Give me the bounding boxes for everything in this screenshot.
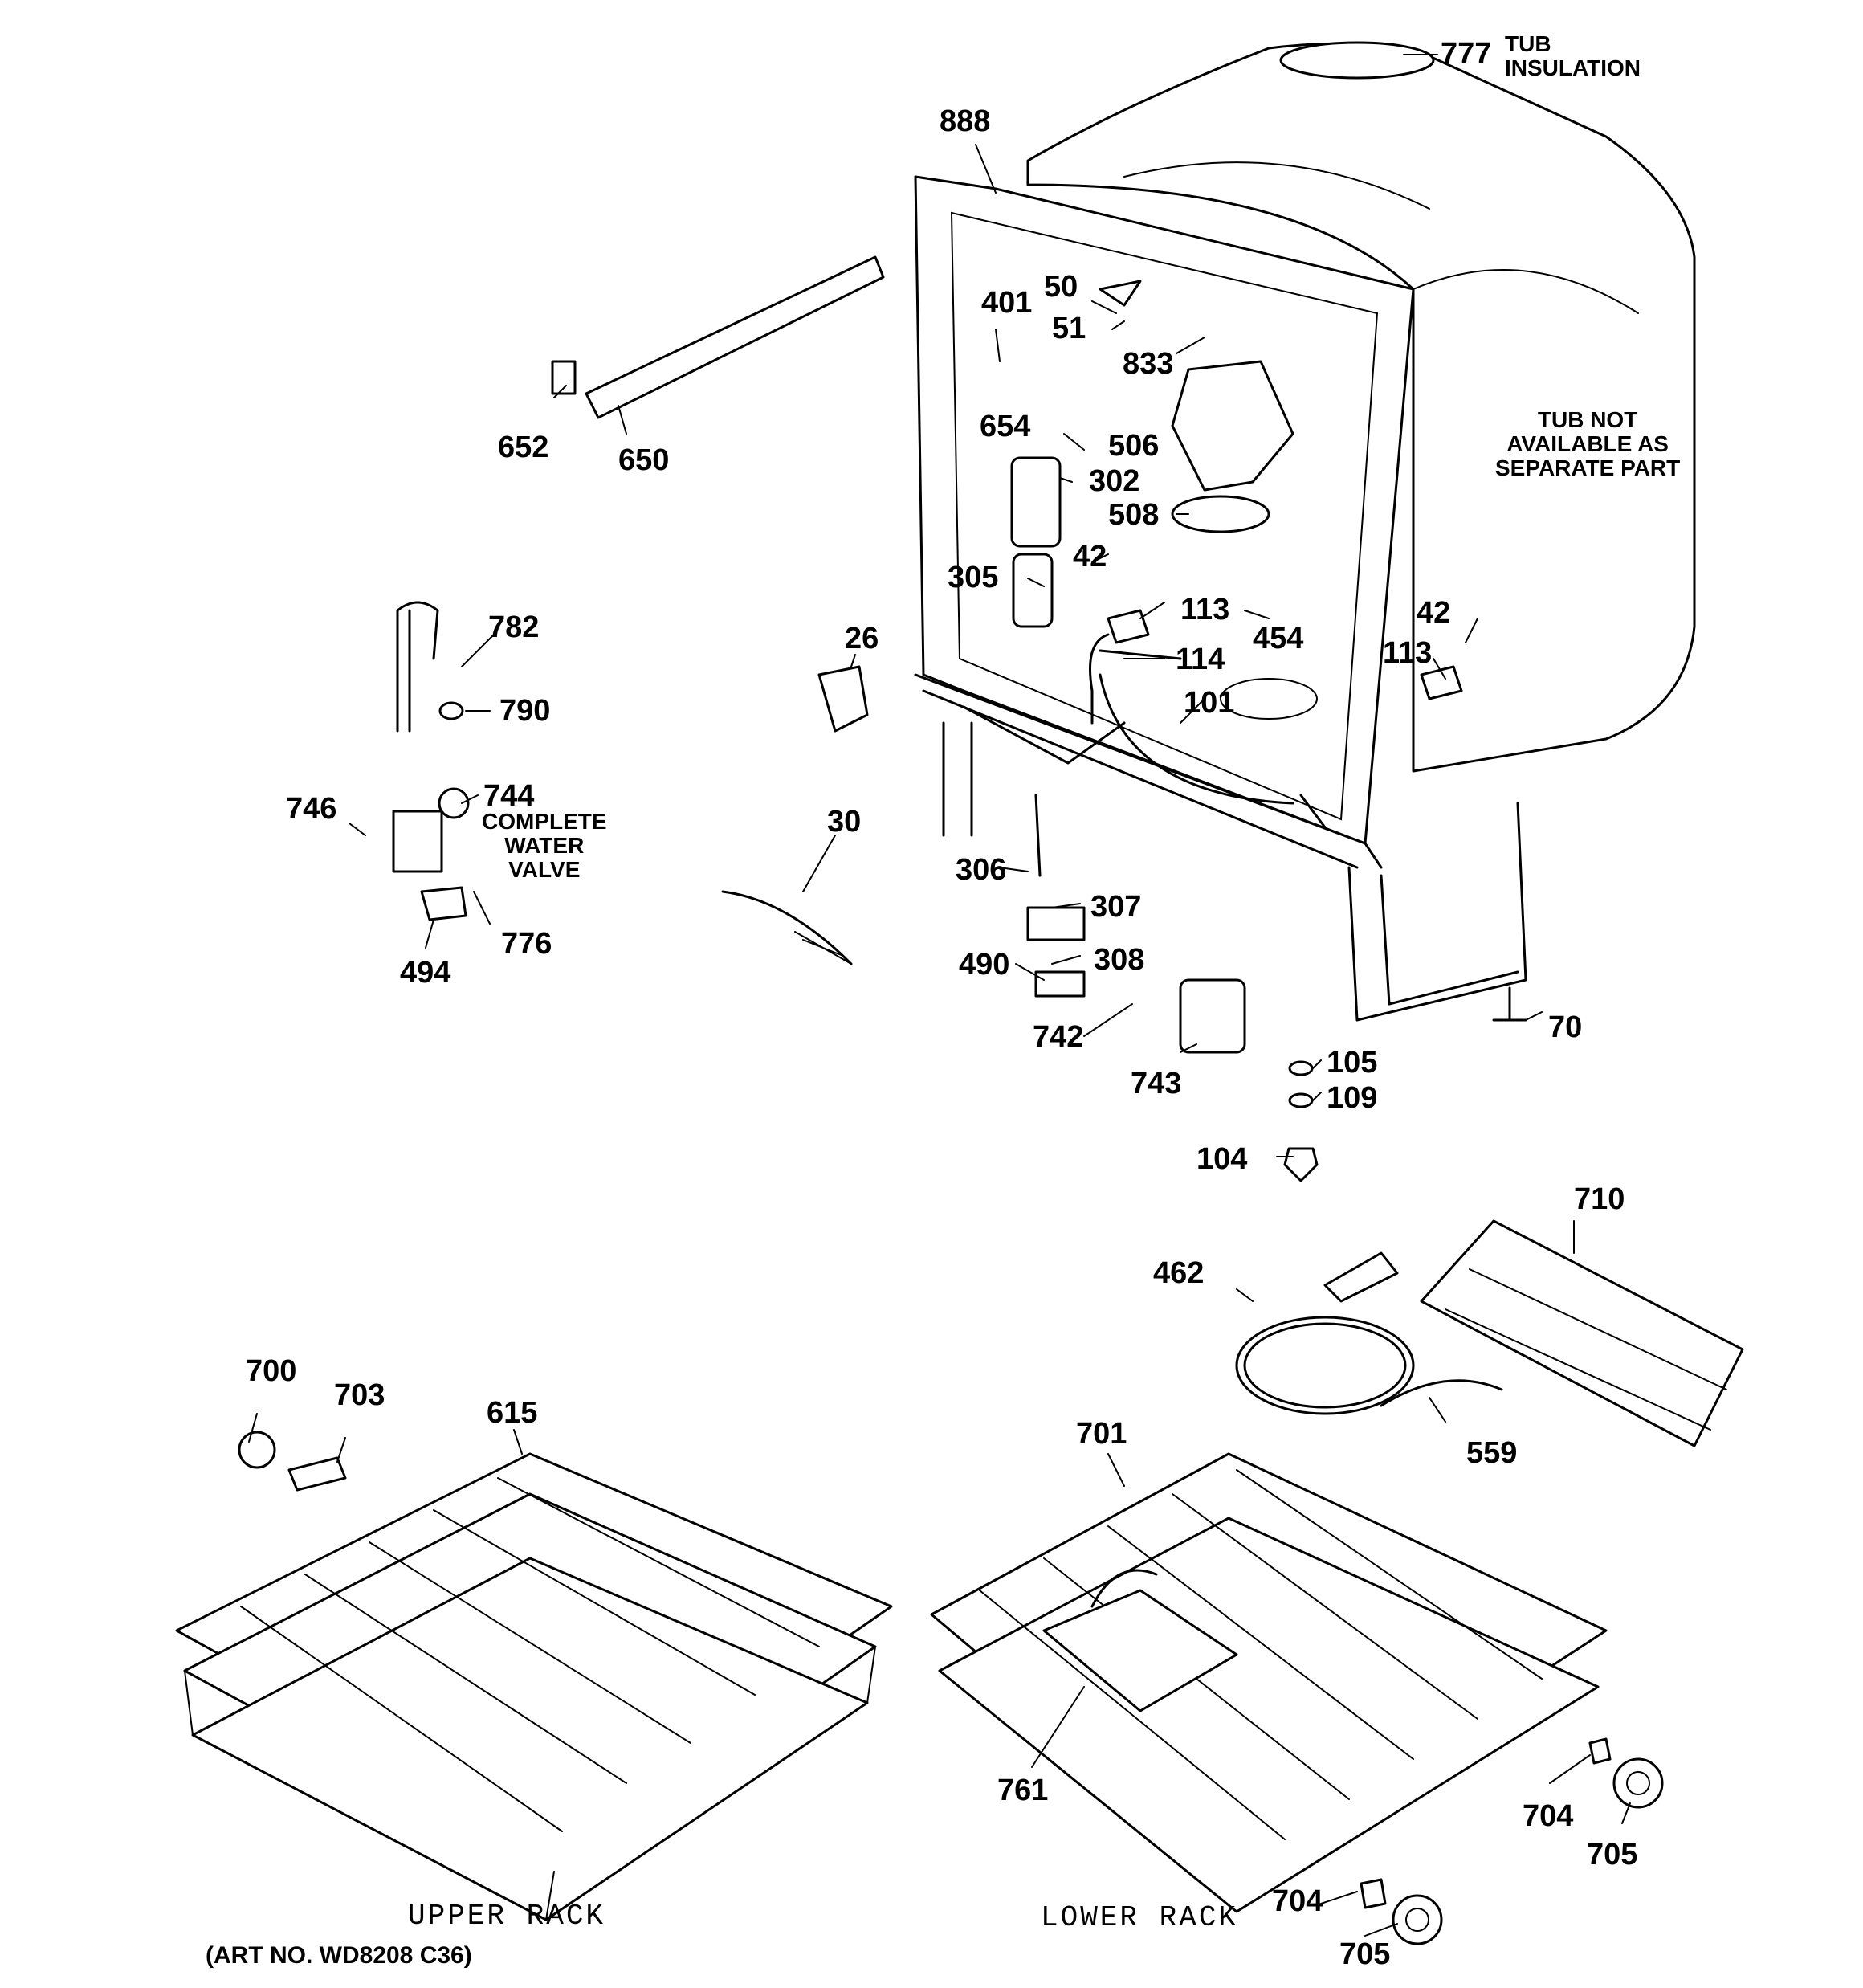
note-tub-not-available: TUB NOT AVAILABLE AS SEPARATE PART xyxy=(1495,407,1681,481)
callout-776: 776 xyxy=(501,927,552,961)
callout-42-b: 42 xyxy=(1417,596,1451,630)
callout-700: 700 xyxy=(246,1354,297,1388)
callout-494: 494 xyxy=(400,956,451,990)
callout-705-a: 705 xyxy=(1587,1838,1638,1872)
note-tub-insulation: TUB INSULATION xyxy=(1505,31,1641,81)
callout-101: 101 xyxy=(1184,686,1235,720)
callout-744: 744 xyxy=(483,779,535,813)
dishwasher-tub xyxy=(1026,41,1696,773)
callout-26: 26 xyxy=(845,622,879,655)
callout-650: 650 xyxy=(618,443,670,477)
callout-30: 30 xyxy=(827,805,862,839)
leader-lines xyxy=(248,54,1631,1937)
callout-777-tub-insulation: 777 xyxy=(1441,37,1492,71)
lower-rack-drawing xyxy=(930,1452,1608,1913)
callout-743: 743 xyxy=(1131,1067,1182,1100)
callout-113-b: 113 xyxy=(1383,636,1433,670)
art-number: (ART NO. WD8208 C36) xyxy=(206,1942,472,1969)
callout-454: 454 xyxy=(1253,622,1304,655)
callout-742: 742 xyxy=(1033,1020,1084,1054)
callout-109: 109 xyxy=(1327,1081,1378,1115)
callout-490: 490 xyxy=(959,948,1010,982)
tub-front-frame xyxy=(914,175,1527,1022)
upper-rack-drawing xyxy=(175,1431,893,1921)
callout-559: 559 xyxy=(1466,1436,1518,1470)
callout-114: 114 xyxy=(1176,643,1225,676)
callout-113-a: 113 xyxy=(1180,593,1230,627)
callout-761: 761 xyxy=(997,1774,1049,1807)
callout-506: 506 xyxy=(1108,429,1160,463)
callout-790: 790 xyxy=(499,694,551,728)
door-gasket xyxy=(551,255,885,419)
drain-hose-and-basket xyxy=(1235,1219,1744,1447)
callout-701: 701 xyxy=(1076,1417,1127,1451)
note-complete-water-valve: COMPLETE WATER VALVE xyxy=(482,809,607,883)
callout-654: 654 xyxy=(980,410,1031,443)
callout-888: 888 xyxy=(940,104,991,138)
callout-705-b: 705 xyxy=(1339,1937,1391,1971)
callout-104: 104 xyxy=(1196,1142,1248,1176)
callout-401: 401 xyxy=(981,286,1033,320)
callout-50: 50 xyxy=(1044,270,1078,304)
callout-306: 306 xyxy=(956,853,1007,887)
callout-302: 302 xyxy=(1089,464,1140,498)
callout-704-a: 704 xyxy=(1523,1799,1574,1833)
callout-710: 710 xyxy=(1574,1182,1625,1216)
callout-615: 615 xyxy=(487,1396,538,1430)
callout-833: 833 xyxy=(1123,347,1174,381)
callout-308: 308 xyxy=(1094,943,1145,977)
callout-51: 51 xyxy=(1052,312,1086,345)
rack-wheels-and-clips xyxy=(1360,1737,1664,1945)
callout-508: 508 xyxy=(1108,498,1160,532)
callout-462: 462 xyxy=(1153,1256,1205,1290)
callout-746: 746 xyxy=(286,792,337,826)
callout-307: 307 xyxy=(1090,890,1142,924)
small-parts xyxy=(721,665,1527,1182)
callout-704-b: 704 xyxy=(1272,1884,1323,1918)
caption-lower-rack: LOWER RACK xyxy=(1041,1901,1239,1934)
caption-upper-rack: UPPER RACK xyxy=(408,1900,606,1933)
internal-parts xyxy=(1010,280,1463,829)
callout-70: 70 xyxy=(1548,1010,1583,1044)
callout-782: 782 xyxy=(488,610,540,644)
callout-105: 105 xyxy=(1327,1046,1378,1080)
water-valve-assembly xyxy=(392,601,470,921)
callout-703: 703 xyxy=(334,1378,385,1412)
callout-652: 652 xyxy=(498,431,549,464)
callout-42-a: 42 xyxy=(1073,540,1107,574)
callout-305: 305 xyxy=(948,561,999,594)
